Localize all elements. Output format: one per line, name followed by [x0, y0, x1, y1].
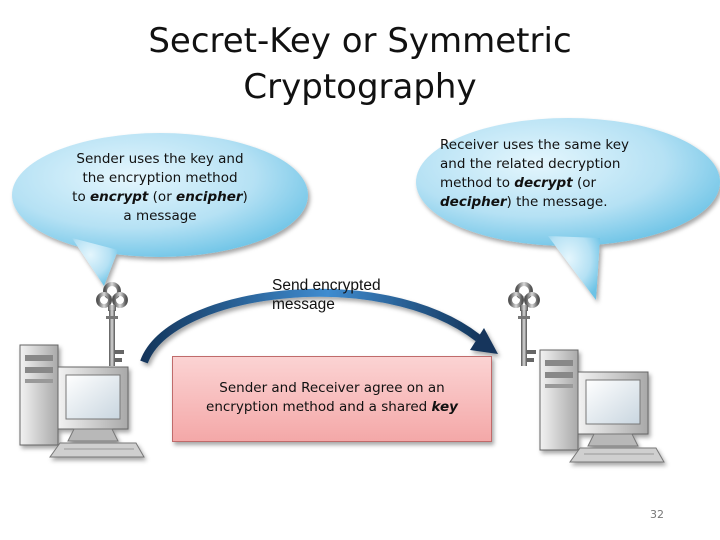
agreement-line-1: Sender and Receiver agree on an — [219, 380, 445, 396]
encipher-term: encipher — [176, 189, 243, 205]
sender-computer-icon — [19, 344, 145, 458]
receiver-speech-bubble — [416, 118, 720, 300]
sender-text-line-2: the encryption method — [82, 170, 238, 186]
receiver-text-line-2: and the related decryption — [440, 156, 621, 172]
receiver-text-post: (or — [572, 175, 597, 191]
receiver-text-line-4: decipher) the message. — [440, 193, 692, 212]
receiver-bubble-text: Receiver uses the same key and the relat… — [440, 136, 692, 212]
send-encrypted-label: Send encrypted message — [272, 276, 432, 314]
receiver-text-end: ) the message. — [506, 194, 608, 210]
receiver-computer-icon — [539, 349, 665, 463]
title-line-1: Secret-Key or Symmetric — [148, 21, 572, 61]
agreement-box: Sender and Receiver agree on an encrypti… — [172, 356, 492, 442]
encrypt-term: encrypt — [90, 189, 149, 205]
page-number: 32 — [650, 508, 664, 521]
sender-text-line-4: a message — [123, 208, 197, 224]
receiver-text-line-1: Receiver uses the same key — [440, 137, 630, 153]
agreement-line-2: encryption method and a shared key — [173, 398, 491, 417]
sender-text-post: ) — [242, 189, 248, 205]
sender-key-icon — [96, 282, 128, 368]
receiver-key-icon — [508, 282, 540, 368]
decrypt-term: decrypt — [514, 175, 573, 191]
sender-text-line-1: Sender uses the key and — [76, 151, 244, 167]
sender-text-pre: to — [72, 189, 91, 205]
receiver-text-line-3: method to decrypt (or — [440, 174, 692, 193]
send-label-line-1: Send encrypted — [272, 277, 381, 294]
arrow-icon — [140, 288, 498, 364]
sender-text-line-3: to encrypt (or encipher) — [46, 188, 274, 207]
sender-speech-bubble — [12, 133, 308, 286]
agreement-text-pre: encryption method and a shared — [206, 399, 432, 415]
sender-bubble-text: Sender uses the key and the encryption m… — [46, 150, 274, 226]
decipher-term: decipher — [440, 194, 507, 210]
slide-title: Secret-Key or Symmetric Cryptography — [0, 18, 720, 110]
sender-text-mid: (or — [148, 189, 177, 205]
receiver-text-pre: method to — [440, 175, 515, 191]
send-label-line-2: message — [272, 296, 335, 313]
title-line-2: Cryptography — [243, 67, 477, 107]
key-term: key — [431, 399, 458, 415]
